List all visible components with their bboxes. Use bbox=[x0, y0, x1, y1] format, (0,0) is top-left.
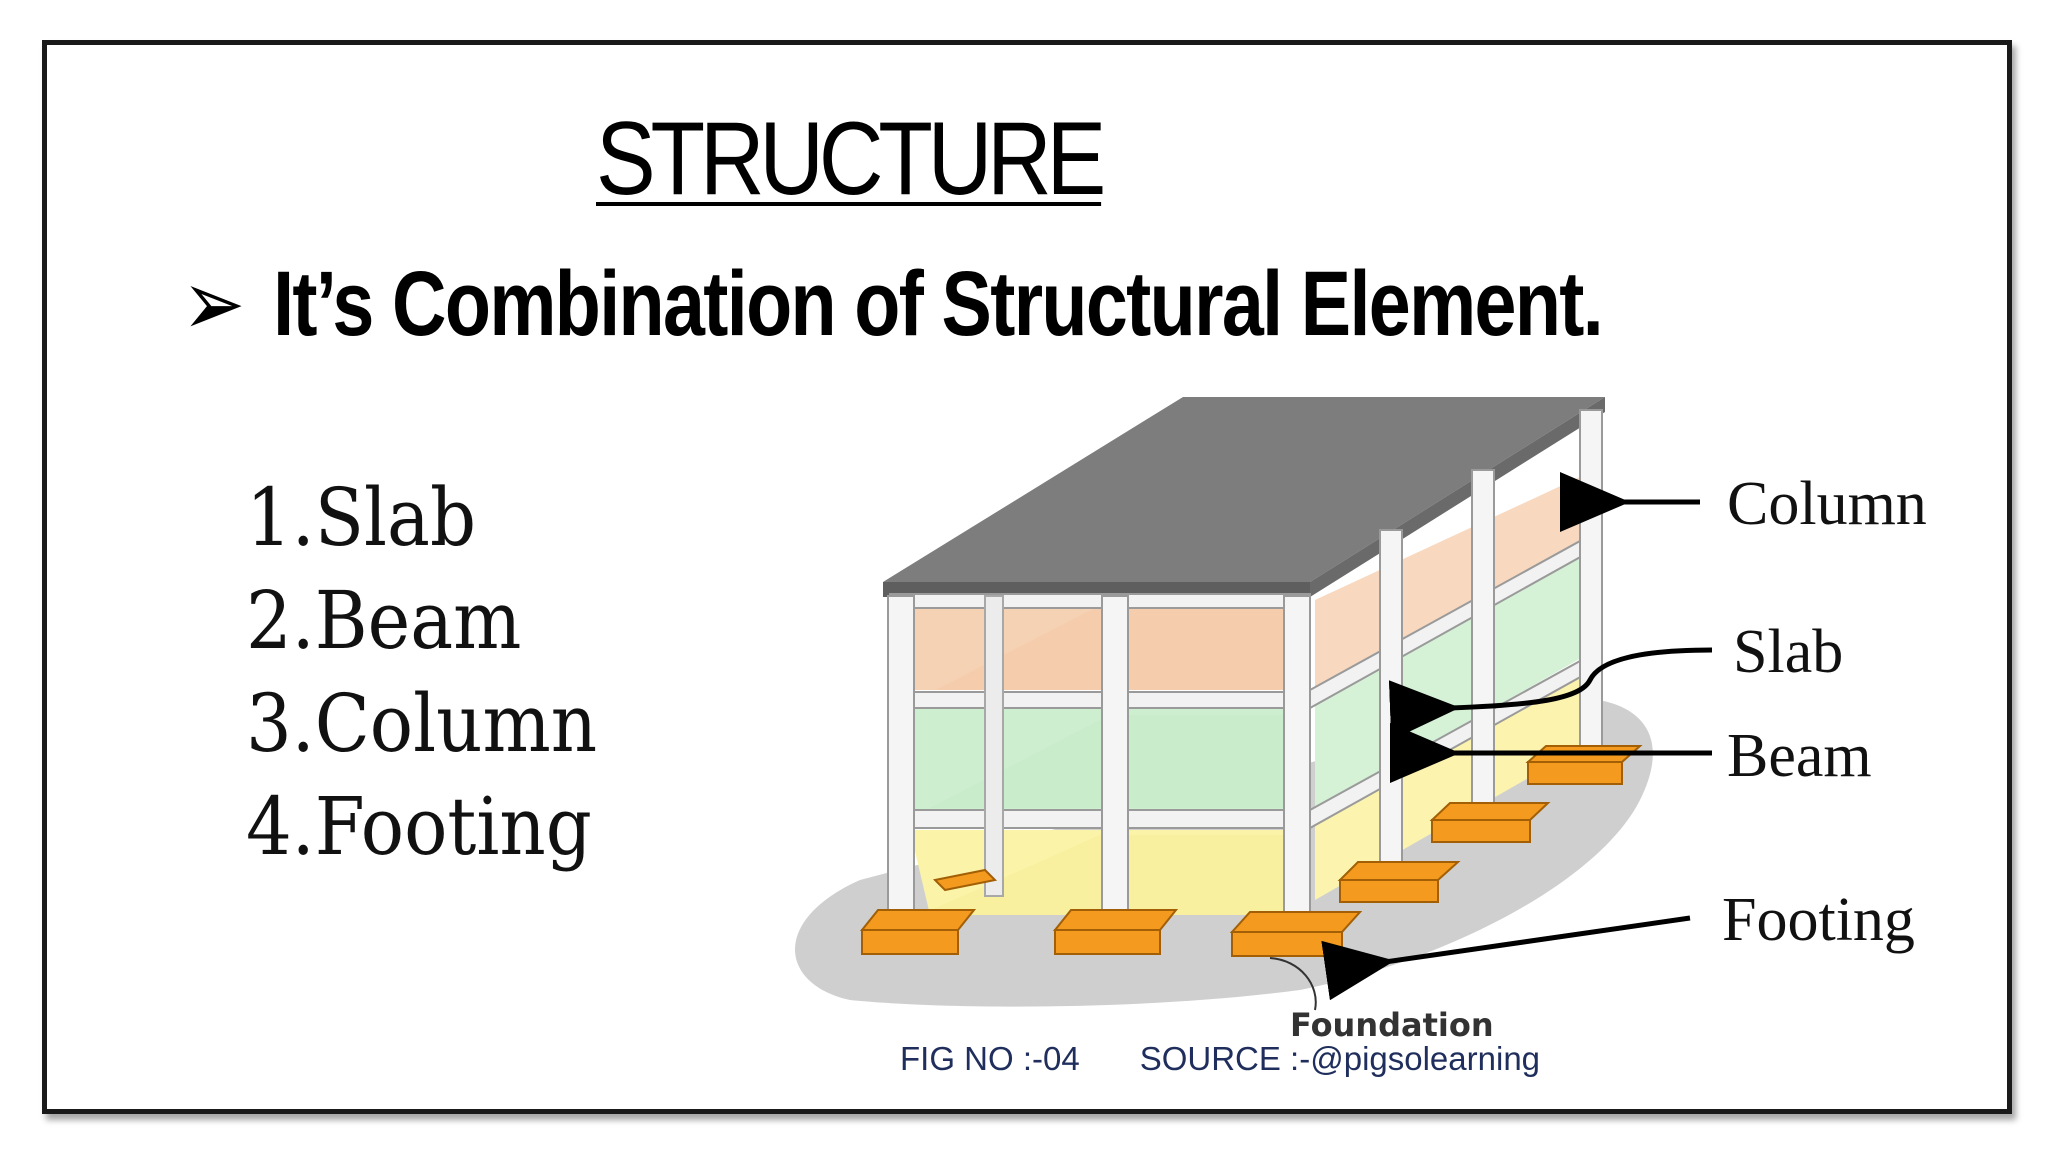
column-front-1 bbox=[887, 595, 915, 937]
footing-5 bbox=[1429, 802, 1551, 821]
front-beam-1 bbox=[889, 593, 1311, 609]
footing-6-front bbox=[1527, 761, 1623, 785]
column-front-3 bbox=[1283, 595, 1311, 937]
list-item: 3.Column bbox=[246, 677, 598, 770]
list-item: 4.Footing bbox=[246, 780, 592, 873]
footing-arrow bbox=[1321, 915, 1691, 1001]
callout-beam: Beam bbox=[1727, 722, 1872, 790]
element-list: 1.Slab 2.Beam 3.Column 4.Footing bbox=[246, 466, 636, 878]
list-item: 1.Slab bbox=[246, 471, 477, 564]
footing-3 bbox=[1229, 911, 1363, 933]
slide-title: STRUCTURE bbox=[596, 101, 1106, 217]
footing-1 bbox=[859, 909, 977, 931]
column-back bbox=[984, 595, 1004, 897]
callout-column: Column bbox=[1727, 470, 1927, 538]
foundation-label: Foundation bbox=[1290, 1006, 1494, 1044]
column-side-1 bbox=[1379, 529, 1403, 891]
subtitle-text: It’s Combination of Structural Element. bbox=[273, 253, 1604, 355]
footing-3-front bbox=[1231, 931, 1343, 957]
footing-1-front bbox=[861, 929, 959, 955]
callout-slab: Slab bbox=[1733, 618, 1843, 686]
callout-footing: Footing bbox=[1722, 886, 1915, 954]
front-beam-2 bbox=[889, 691, 1311, 709]
column-front-2 bbox=[1101, 595, 1129, 937]
footing-5-front bbox=[1431, 819, 1531, 843]
footing-back bbox=[932, 868, 998, 892]
column-side-2 bbox=[1471, 469, 1495, 811]
list-item: 2.Beam bbox=[246, 574, 522, 667]
footing-2-front bbox=[1054, 929, 1161, 955]
figure-source: SOURCE :-@pigsolearning bbox=[1139, 1040, 1541, 1077]
figure-number: FIG NO :-04 bbox=[900, 1040, 1080, 1077]
figure-caption: FIG NO :-04 SOURCE :-@pigsolearning bbox=[900, 1040, 1600, 1078]
foundation-leader bbox=[1269, 957, 1317, 1011]
roof-top bbox=[883, 397, 1605, 582]
arrow-bullet-icon: ➢ bbox=[182, 253, 245, 355]
footing-2 bbox=[1052, 909, 1179, 931]
footing-4 bbox=[1337, 861, 1461, 881]
column-side-3 bbox=[1579, 409, 1603, 761]
footings bbox=[859, 745, 1643, 957]
footing-4-front bbox=[1339, 879, 1439, 903]
front-beam-3 bbox=[889, 809, 1311, 829]
slab-arrow bbox=[1388, 647, 1713, 741]
slide-subtitle: ➢ It’s Combination of Structural Element. bbox=[182, 250, 1604, 357]
